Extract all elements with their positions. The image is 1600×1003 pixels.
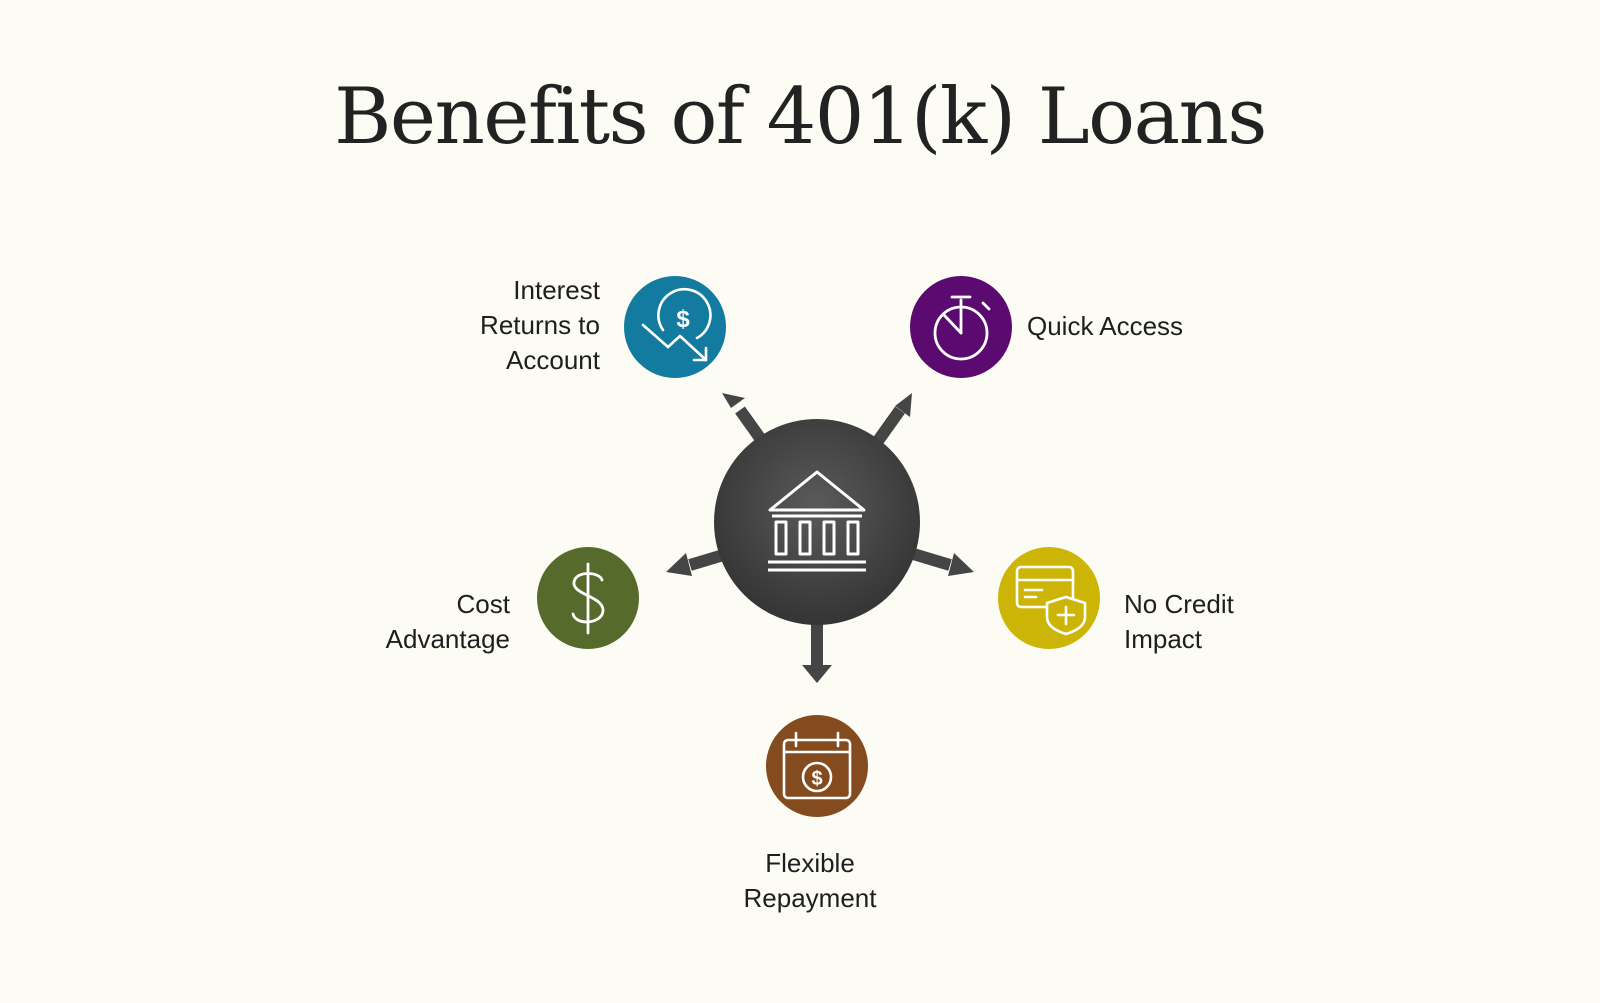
page-title: Benefits of 401(k) Loans (334, 72, 1267, 162)
benefit-label-cost-advantage: Cost Advantage (385, 589, 510, 654)
interest-circle (624, 276, 726, 378)
credit-circle (998, 547, 1100, 649)
benefit-label-flexible-repayment: Flexible Repayment (743, 848, 877, 913)
svg-text:$: $ (811, 768, 822, 790)
hub-circle (714, 419, 920, 625)
benefit-label-quick-access: Quick Access (1027, 311, 1184, 341)
benefit-quick-access (910, 276, 1012, 378)
dollar-down-arrow-icon: $ (641, 288, 712, 362)
benefit-label-interest-returns: Interest Returns to Account (480, 275, 600, 375)
benefit-cost-advantage (537, 547, 639, 649)
bank-icon (768, 470, 866, 572)
benefit-interest-returns: $ (624, 276, 726, 378)
calendar-dollar-icon: $ (782, 731, 852, 800)
arrow-to-quick-access (870, 393, 912, 449)
stopwatch-icon (933, 295, 991, 361)
flexible-circle (766, 715, 868, 817)
center-hub (714, 419, 920, 625)
svg-text:$: $ (676, 306, 690, 333)
benefit-no-credit-impact (998, 547, 1100, 649)
credit-card-shield-icon (1015, 565, 1087, 636)
benefit-flexible-repayment: $ (766, 715, 868, 817)
dollar-sign-icon (571, 562, 605, 635)
benefit-label-no-credit-impact: No Credit Impact (1124, 589, 1234, 654)
